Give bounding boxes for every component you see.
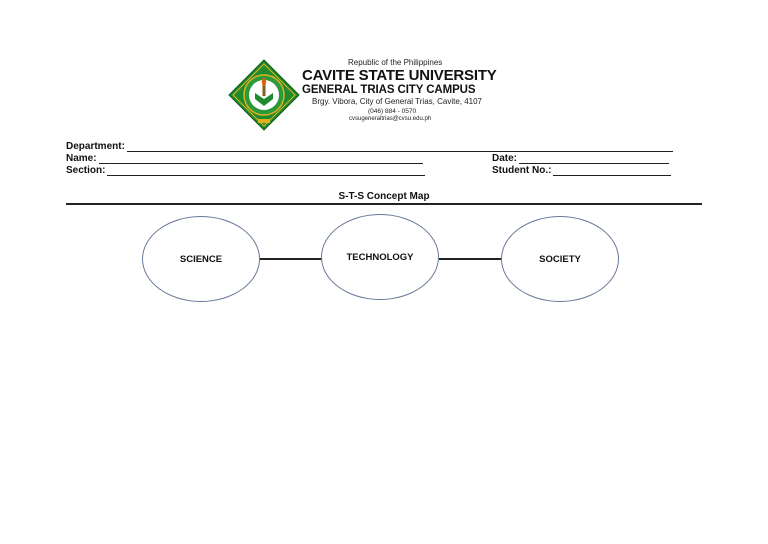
date-field[interactable]: Date:	[492, 153, 670, 164]
name-label: Name:	[66, 153, 97, 164]
name-blank-line[interactable]	[98, 154, 423, 164]
student-no-blank-line[interactable]	[553, 166, 672, 176]
node-technology-label: TECHNOLOGY	[346, 251, 414, 263]
node-technology: TECHNOLOGY	[321, 214, 439, 300]
node-science-label: SCIENCE	[179, 253, 223, 265]
university-name: CAVITE STATE UNIVERSITY	[302, 67, 497, 84]
date-label: Date:	[492, 153, 518, 164]
node-society-label: SOCIETY	[539, 253, 581, 265]
section-field[interactable]: Section:	[66, 165, 426, 176]
student-no-label: Student No.:	[492, 165, 552, 176]
name-field[interactable]: Name:	[66, 153, 423, 164]
department-field[interactable]: Department:	[66, 141, 673, 152]
campus-email: cvsugeneraltrias@cvsu.edu.ph	[349, 116, 432, 122]
republic-text: Republic of the Philippines	[348, 58, 443, 67]
section-blank-line[interactable]	[107, 166, 426, 176]
node-society: SOCIETY	[501, 216, 619, 302]
student-no-field[interactable]: Student No.:	[492, 165, 672, 176]
node-science: SCIENCE	[142, 216, 260, 302]
campus-name: GENERAL TRIAS CITY CAMPUS	[302, 84, 476, 96]
date-blank-line[interactable]	[519, 154, 670, 164]
concept-map-title: S-T-S Concept Map	[338, 191, 430, 202]
department-label: Department:	[66, 141, 125, 152]
department-blank-line[interactable]	[126, 142, 673, 152]
connector-science-technology	[260, 258, 322, 260]
connector-technology-society	[439, 258, 502, 260]
campus-phone: (046) 884 - 0570	[368, 108, 417, 115]
section-label: Section:	[66, 165, 106, 176]
university-seal-logo	[228, 59, 300, 131]
horizontal-divider	[66, 203, 702, 205]
campus-address: Brgy. Vibora, City of General Trias, Cav…	[312, 97, 483, 106]
